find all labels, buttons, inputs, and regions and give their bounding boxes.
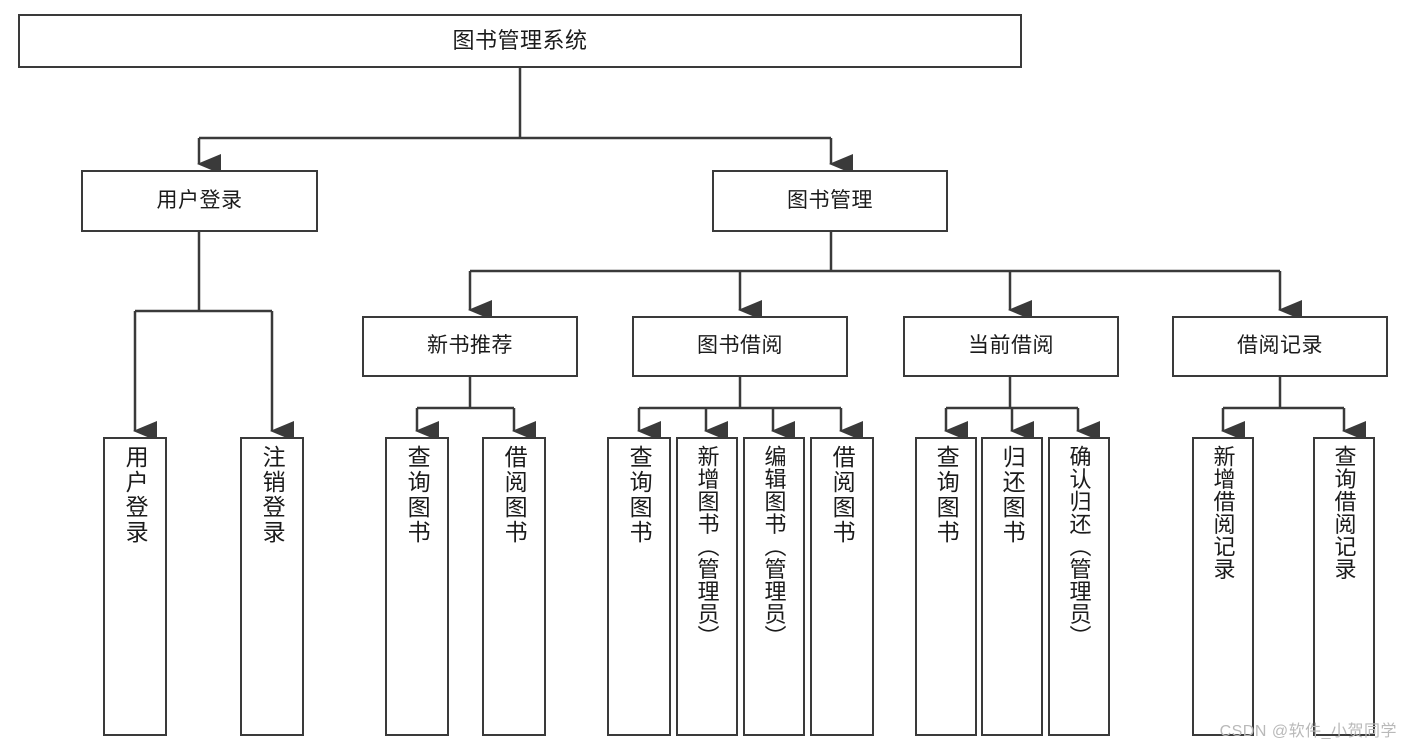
node-label: 图书借阅 [697, 334, 783, 358]
node-label: 查询借阅记录 [1331, 445, 1357, 580]
node-label: 借阅图书 [829, 445, 856, 545]
leaf-user-logout[interactable]: 注销登录 [240, 437, 304, 736]
node-new-book-recommend[interactable]: 新书推荐 [362, 316, 578, 377]
node-label: 注销登录 [259, 445, 286, 545]
node-label: 新书推荐 [427, 334, 513, 358]
leaf-record-add-record[interactable]: 新增借阅记录 [1192, 437, 1254, 736]
node-label: 图书管理系统 [452, 28, 588, 54]
node-current-borrow[interactable]: 当前借阅 [903, 316, 1119, 377]
leaf-borrow-edit-book-admin[interactable]: 编辑图书（管理员） [743, 437, 805, 736]
node-label: 当前借阅 [968, 334, 1054, 358]
node-label: 查询图书 [404, 445, 431, 545]
node-root-system[interactable]: 图书管理系统 [18, 14, 1022, 68]
node-borrow-record[interactable]: 借阅记录 [1172, 316, 1388, 377]
node-label: 查询图书 [626, 445, 653, 545]
leaf-current-query-book[interactable]: 查询图书 [915, 437, 977, 736]
node-label: 归还图书 [999, 445, 1026, 545]
node-label: 确认归还（管理员） [1066, 445, 1092, 648]
node-user-login[interactable]: 用户登录 [81, 170, 318, 232]
leaf-borrow-add-book-admin[interactable]: 新增图书（管理员） [676, 437, 738, 736]
leaf-recommend-query-book[interactable]: 查询图书 [385, 437, 449, 736]
node-label: 借阅图书 [501, 445, 528, 545]
node-book-borrow[interactable]: 图书借阅 [632, 316, 848, 377]
leaf-current-return-book[interactable]: 归还图书 [981, 437, 1043, 736]
node-label: 新增图书（管理员） [694, 445, 720, 648]
watermark: CSDN @软件_小贺同学 [1219, 723, 1397, 740]
leaf-borrow-borrow-book[interactable]: 借阅图书 [810, 437, 874, 736]
leaf-current-confirm-return-admin[interactable]: 确认归还（管理员） [1048, 437, 1110, 736]
leaf-borrow-query-book[interactable]: 查询图书 [607, 437, 671, 736]
node-label: 图书管理 [787, 188, 873, 212]
node-label: 用户登录 [156, 188, 243, 212]
leaf-record-query-record[interactable]: 查询借阅记录 [1313, 437, 1375, 736]
leaf-user-login[interactable]: 用户登录 [103, 437, 167, 736]
leaf-recommend-borrow-book[interactable]: 借阅图书 [482, 437, 546, 736]
node-label: 新增借阅记录 [1210, 445, 1236, 580]
node-label: 编辑图书（管理员） [761, 445, 787, 648]
node-label: 查询图书 [933, 445, 960, 545]
node-book-management[interactable]: 图书管理 [712, 170, 948, 232]
node-label: 借阅记录 [1237, 334, 1323, 358]
node-label: 用户登录 [122, 445, 149, 545]
